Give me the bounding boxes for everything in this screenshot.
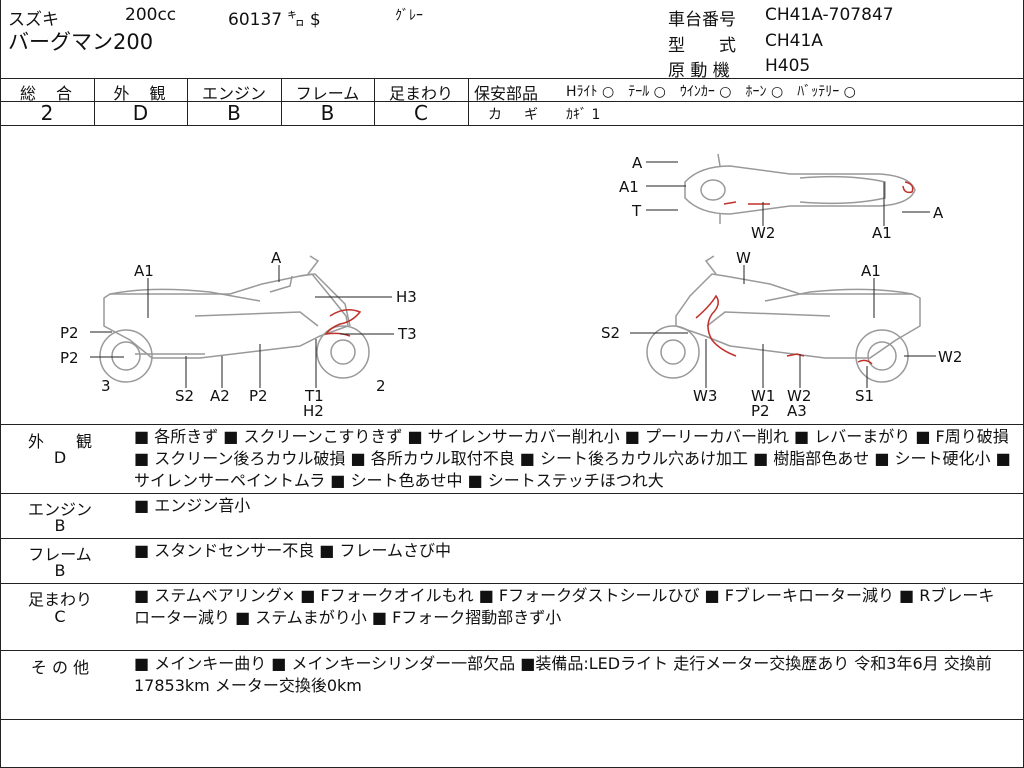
top-labels: A A1 T W2 A1 A <box>619 154 944 242</box>
label-left-a2: A2 <box>210 387 230 405</box>
key-label: カ ギ <box>488 107 542 123</box>
grade-div-4 <box>374 78 375 125</box>
frame-left <box>0 0 1 768</box>
detail-other-text: ■ メインキー曲り ■ メインキーシリンダー一部欠品 ■装備品:LEDライト 走… <box>134 654 992 695</box>
left-leaders <box>90 265 394 388</box>
damage-marks <box>324 181 914 365</box>
damage-diagram: A1 A H3 T3 P2 P2 3 S2 A2 P2 T1 H2 2 W A1… <box>60 153 962 420</box>
details-line-1 <box>0 493 1024 494</box>
grade-value-overall: 2 <box>40 101 54 125</box>
grade-header-frame: フレーム <box>295 84 360 103</box>
right-labels: W A1 S2 W2 W3 W1 P2 W2 A3 S1 <box>601 249 962 420</box>
label-right-p2: P2 <box>751 402 770 420</box>
label-right-a3: A3 <box>787 402 807 420</box>
label-top-w2: W2 <box>751 224 775 242</box>
mileage: 60137 ㌔ $ <box>228 10 321 30</box>
label-top-a1-right: A1 <box>872 224 892 242</box>
details-line-3 <box>0 583 1024 584</box>
detail-engine-text: ■ エンジン音小 <box>134 496 251 515</box>
safety-mid-line <box>468 101 1024 102</box>
label-left-t3: T3 <box>397 325 417 343</box>
grade-div-2 <box>187 78 188 125</box>
details-line-5 <box>0 719 1024 720</box>
detail-frame-grade: B <box>54 561 66 580</box>
grade-value-frame: B <box>320 101 335 125</box>
left-side-scooter <box>99 255 370 383</box>
grade-div-1 <box>94 78 95 125</box>
label-right-w1: W1 <box>751 387 775 405</box>
engine-label: 原 動 機 <box>668 61 730 81</box>
grade-top-line <box>0 78 1024 79</box>
label-top-t: T <box>631 202 642 220</box>
detail-exterior-text: ■ 各所きず ■ スクリーンこすりきず ■ サイレンサーカバー削れ小 ■ プーリ… <box>134 427 1011 490</box>
detail-frame-label: フレーム <box>28 545 92 564</box>
chassis-value: CH41A-707847 <box>765 5 894 25</box>
displacement: 200cc <box>125 5 177 25</box>
label-right-s1: S1 <box>855 387 874 405</box>
color: ｸﾞﾚｰ <box>395 8 423 24</box>
detail-exterior-grade: D <box>53 448 67 467</box>
label-top-a1-left: A1 <box>619 178 639 196</box>
detail-frame-text: ■ スタンドセンサー不良 ■ フレームさび中 <box>134 541 452 560</box>
grade-div-5 <box>468 78 469 125</box>
label-right-s2: S2 <box>601 324 620 342</box>
label-right-w2b: W2 <box>787 387 811 405</box>
detail-exterior-label: 外 観 <box>27 432 92 451</box>
detail-suspension-label: 足まわり <box>27 590 92 609</box>
left-labels: A1 A H3 T3 P2 P2 3 S2 A2 P2 T1 H2 2 <box>60 249 417 420</box>
top-view-scooter <box>684 153 916 224</box>
grade-header-suspension: 足まわり <box>388 84 453 103</box>
label-left-3: 3 <box>101 377 111 395</box>
label-top-a-left: A <box>632 154 643 172</box>
grade-mid-line <box>0 101 468 102</box>
grade-bottom-line <box>0 125 1024 126</box>
type-label: 型 式 <box>668 36 736 56</box>
grade-div-3 <box>281 78 282 125</box>
detail-suspension-text: ■ ステムベアリング× ■ Fフォークオイルもれ ■ Fフォークダストシールひび… <box>134 586 995 627</box>
details-top-line <box>0 424 1024 425</box>
details-line-2 <box>0 538 1024 539</box>
grade-value-engine: B <box>227 101 241 125</box>
details-line-4 <box>0 650 1024 651</box>
maker: スズキ <box>8 10 59 30</box>
label-left-h2: H2 <box>303 402 324 420</box>
label-top-a-right: A <box>933 204 944 222</box>
label-left-a1: A1 <box>134 262 154 280</box>
right-leaders <box>630 265 936 388</box>
label-right-a1: A1 <box>861 262 881 280</box>
safety-items: Hﾗｲﾄ ○ ﾃｰﾙ ○ ｳｲﾝｶｰ ○ ﾎｰﾝ ○ ﾊﾞｯﾃﾘｰ ○ <box>566 84 856 100</box>
right-side-scooter <box>646 255 921 383</box>
detail-engine-grade: B <box>54 516 66 535</box>
detail-engine-label: エンジン <box>27 500 92 519</box>
label-left-t1: T1 <box>304 387 324 405</box>
top-leaders <box>646 161 930 226</box>
chassis-label: 車台番号 <box>668 10 736 30</box>
label-right-w2: W2 <box>938 348 962 366</box>
label-right-w3: W3 <box>693 387 717 405</box>
label-left-p2-b: P2 <box>60 349 79 367</box>
key-value: ｶｷﾞ 1 <box>566 107 601 123</box>
label-left-s2: S2 <box>175 387 194 405</box>
label-left-a: A <box>271 249 282 267</box>
grade-value-exterior: D <box>132 101 149 125</box>
label-left-p2-a: P2 <box>60 324 79 342</box>
grade-value-suspension: C <box>414 101 428 125</box>
type-value: CH41A <box>765 31 823 51</box>
grade-header-overall: 総 合 <box>19 84 74 103</box>
label-left-h3: H3 <box>396 288 417 306</box>
detail-other-label: そ の 他 <box>30 658 90 677</box>
label-left-p2-c: P2 <box>249 387 268 405</box>
grade-header-engine: エンジン <box>201 84 266 103</box>
detail-suspension-grade: C <box>54 607 66 626</box>
safety-label: 保安部品 <box>474 84 539 103</box>
label-left-2: 2 <box>376 377 386 395</box>
engine-value: H405 <box>765 56 811 76</box>
model-name: バーグマン200 <box>8 30 154 54</box>
label-right-w: W <box>736 249 751 267</box>
grade-header-exterior: 外 観 <box>113 84 168 103</box>
